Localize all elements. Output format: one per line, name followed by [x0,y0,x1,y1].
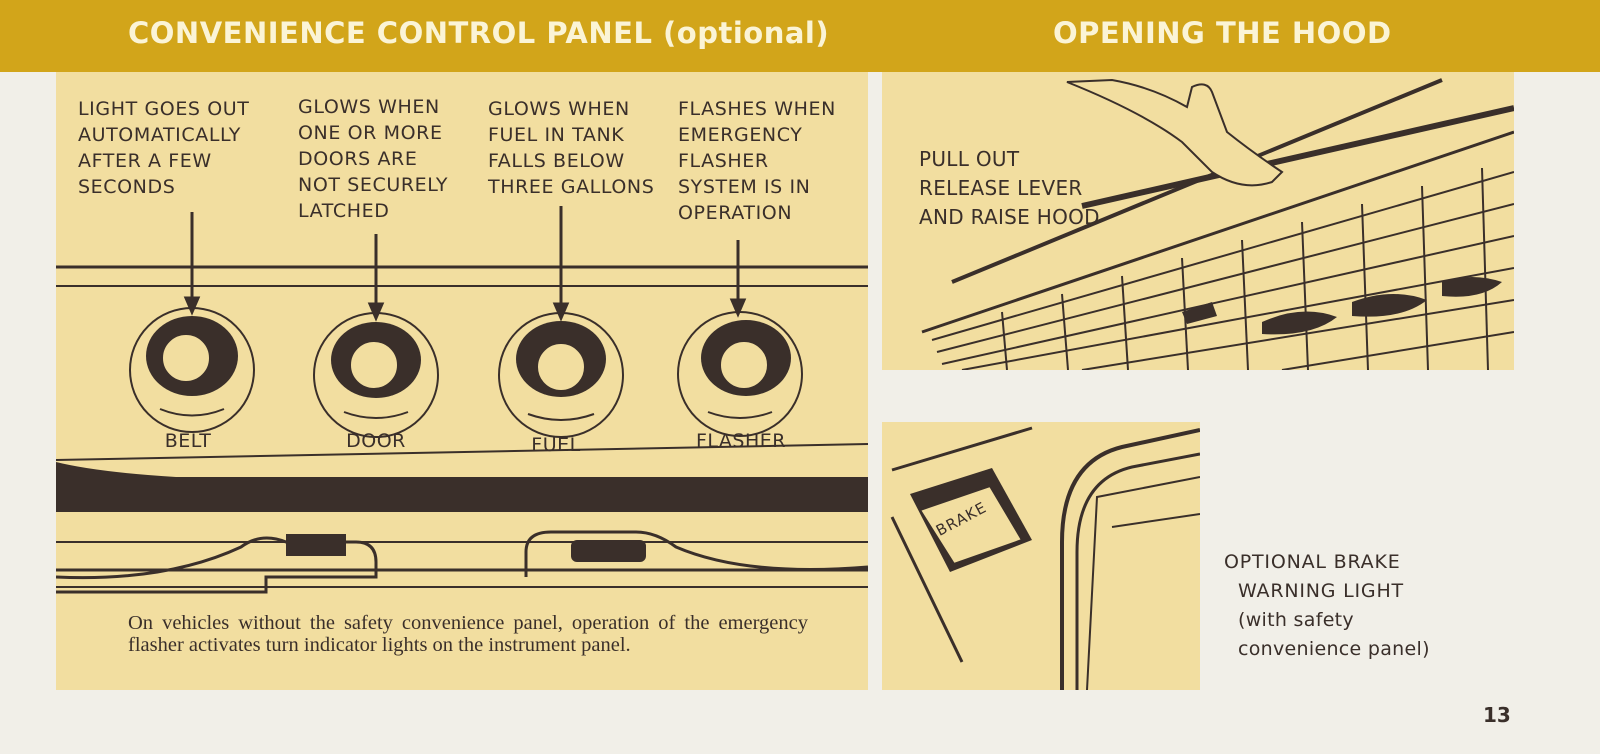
brake-caption-line-2: WARNING LIGHT [1238,580,1404,602]
hood-illustration: PULL OUT RELEASE LEVER AND RAISE HOOD [882,72,1514,370]
flasher-callout: FLASHES WHEN EMERGENCY FLASHER SYSTEM IS… [678,98,836,224]
grille-mesh [931,167,1514,370]
panel-caption: On vehicles without the safety convenien… [128,612,808,656]
fuel-callout: GLOWS WHEN FUEL IN TANK FALLS BELOW THRE… [488,98,655,198]
belt-callout: LIGHT GOES OUT AUTOMATICALLY AFTER A FEW… [78,98,250,198]
door-callout: GLOWS WHEN ONE OR MORE DOORS ARE NOT SEC… [298,96,449,222]
opening-hood-title: OPENING THE HOOD [1053,16,1392,50]
dashboard-drawing [56,206,868,594]
brake-caption: OPTIONAL BRAKE WARNING LIGHT (with safet… [1224,548,1430,664]
fuel-light [498,312,624,438]
belt-light [129,307,255,433]
convenience-panel-title: CONVENIENCE CONTROL PANEL (optional) [128,16,830,50]
belt-label: BELT [164,430,212,452]
brake-caption-line-3: (with safety [1238,609,1354,631]
flasher-label: FLASHER [695,430,786,452]
brake-drawing [890,426,1200,690]
brake-caption-line-1: OPTIONAL BRAKE [1224,551,1401,573]
flasher-light [677,311,803,437]
hood-instruction: PULL OUT RELEASE LEVER AND RAISE HOOD [919,147,1100,229]
convenience-panel-illustration: LIGHT GOES OUT AUTOMATICALLY AFTER A FEW… [56,72,868,690]
door-light [313,312,439,438]
door-label: DOOR [346,430,406,452]
brake-light-illustration: BRAKE [882,422,1200,690]
fuel-label: FUEL [531,434,581,456]
header-bar [0,0,1600,72]
grille-drawing [921,78,1514,370]
page-number: 13 [1483,703,1511,727]
brake-caption-line-4: convenience panel) [1238,638,1430,660]
brake-lamp [910,468,1032,572]
